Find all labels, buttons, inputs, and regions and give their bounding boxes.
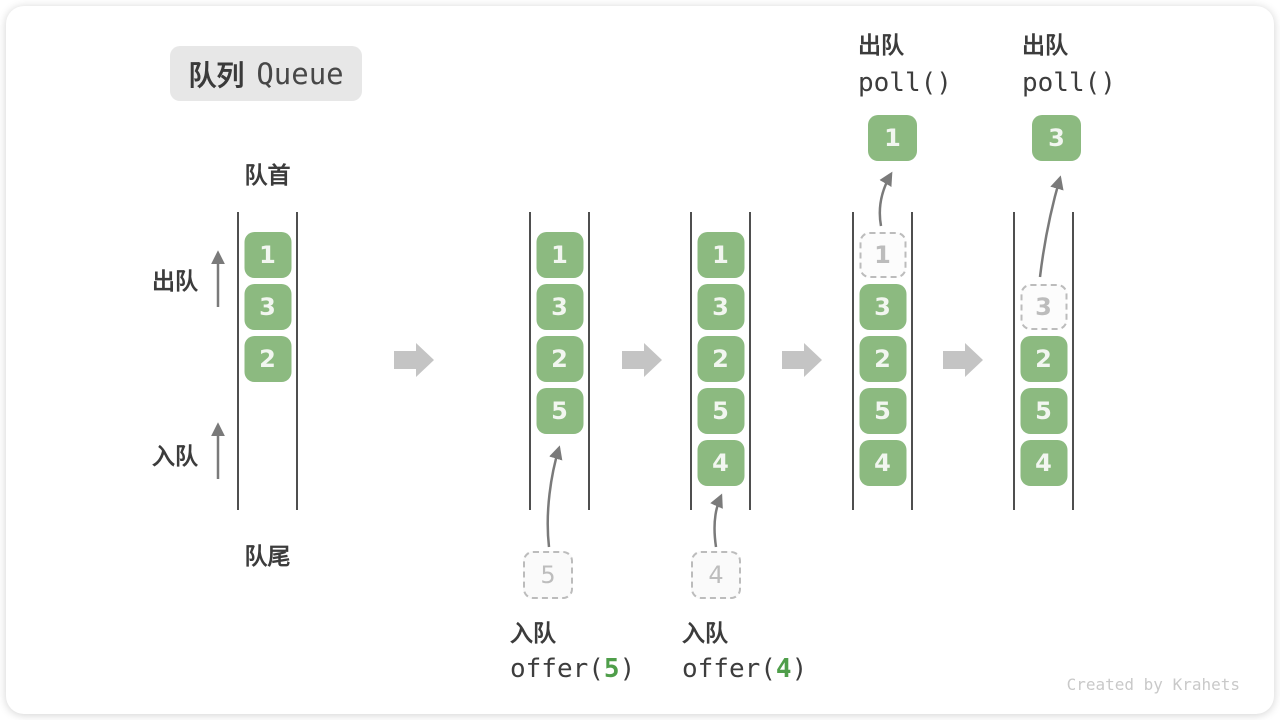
queue-cell: 1 — [697, 232, 744, 278]
code-arg: 4 — [775, 654, 792, 684]
code-fn-open: offer( — [510, 654, 604, 684]
label-dequeue: 出队 — [152, 269, 198, 295]
queue-cell: 1 — [536, 232, 583, 278]
queue-wall-right — [911, 212, 913, 510]
code-fn-open: offer( — [682, 654, 776, 684]
code-fn-close: ) — [791, 654, 808, 684]
queue-cell: 5 — [697, 388, 744, 434]
diagram-card — [6, 6, 1274, 714]
staged-element-4: 4 — [691, 551, 741, 599]
popped-element-3: 3 — [1032, 115, 1081, 161]
operation-code: offer(5) — [510, 652, 635, 687]
operation-offer-4: 入队 offer(4) — [682, 617, 807, 687]
queue-cell: 4 — [859, 440, 906, 486]
queue-wall-left — [852, 212, 854, 510]
queue-cell: 2 — [244, 336, 291, 382]
queue-wall-left — [1013, 212, 1015, 510]
watermark: Created by Krahets — [1066, 675, 1240, 694]
queue-wall-left — [237, 212, 239, 510]
queue-cell-removed: 1 — [859, 232, 906, 278]
operation-code: offer(4) — [682, 652, 807, 687]
queue-cell: 4 — [697, 440, 744, 486]
operation-poll-2: 出队 poll() — [1022, 28, 1116, 102]
queue-cell: 3 — [697, 284, 744, 330]
queue-cell: 2 — [536, 336, 583, 382]
label-queue-rear: 队尾 — [244, 544, 291, 570]
operation-action-label: 出队 — [858, 33, 904, 59]
operation-offer-5: 入队 offer(5) — [510, 617, 635, 687]
label-queue-front: 队首 — [244, 163, 291, 189]
label-enqueue: 入队 — [152, 444, 198, 470]
queue-wall-right — [1072, 212, 1074, 510]
staged-element-5: 5 — [523, 551, 573, 599]
title-zh: 队列 — [188, 58, 245, 92]
diagram-title: 队列 Queue — [170, 46, 362, 101]
title-en: Queue — [256, 56, 344, 91]
queue-cell: 4 — [1020, 440, 1067, 486]
queue-wall-right — [588, 212, 590, 510]
queue-cell: 1 — [244, 232, 291, 278]
queue-cell: 2 — [697, 336, 744, 382]
queue-wall-left — [690, 212, 692, 510]
code-fn-close: ) — [619, 654, 636, 684]
queue-state-2: 1 3 2 5 — [529, 212, 590, 510]
queue-wall-left — [529, 212, 531, 510]
queue-cell: 3 — [536, 284, 583, 330]
queue-wall-right — [296, 212, 298, 510]
code-arg: 5 — [603, 654, 620, 684]
queue-state-1: 1 3 2 — [237, 212, 298, 510]
queue-cell: 5 — [536, 388, 583, 434]
operation-code: poll() — [1022, 68, 1116, 98]
queue-cell: 3 — [859, 284, 906, 330]
operation-poll-1: 出队 poll() — [858, 28, 952, 102]
popped-element-1: 1 — [868, 115, 917, 161]
queue-cell-removed: 3 — [1020, 284, 1067, 330]
queue-cell: 2 — [1020, 336, 1067, 382]
queue-cell: 2 — [859, 336, 906, 382]
operation-action-label: 出队 — [1022, 33, 1068, 59]
queue-cell: 5 — [1020, 388, 1067, 434]
operation-action-label: 入队 — [682, 621, 728, 647]
operation-code: poll() — [858, 68, 952, 98]
queue-state-3: 1 3 2 5 4 — [690, 212, 751, 510]
queue-state-5: 3 2 5 4 — [1013, 212, 1074, 510]
queue-wall-right — [749, 212, 751, 510]
queue-cell: 5 — [859, 388, 906, 434]
queue-state-4: 1 3 2 5 4 — [852, 212, 913, 510]
operation-action-label: 入队 — [510, 621, 556, 647]
queue-cell: 3 — [244, 284, 291, 330]
